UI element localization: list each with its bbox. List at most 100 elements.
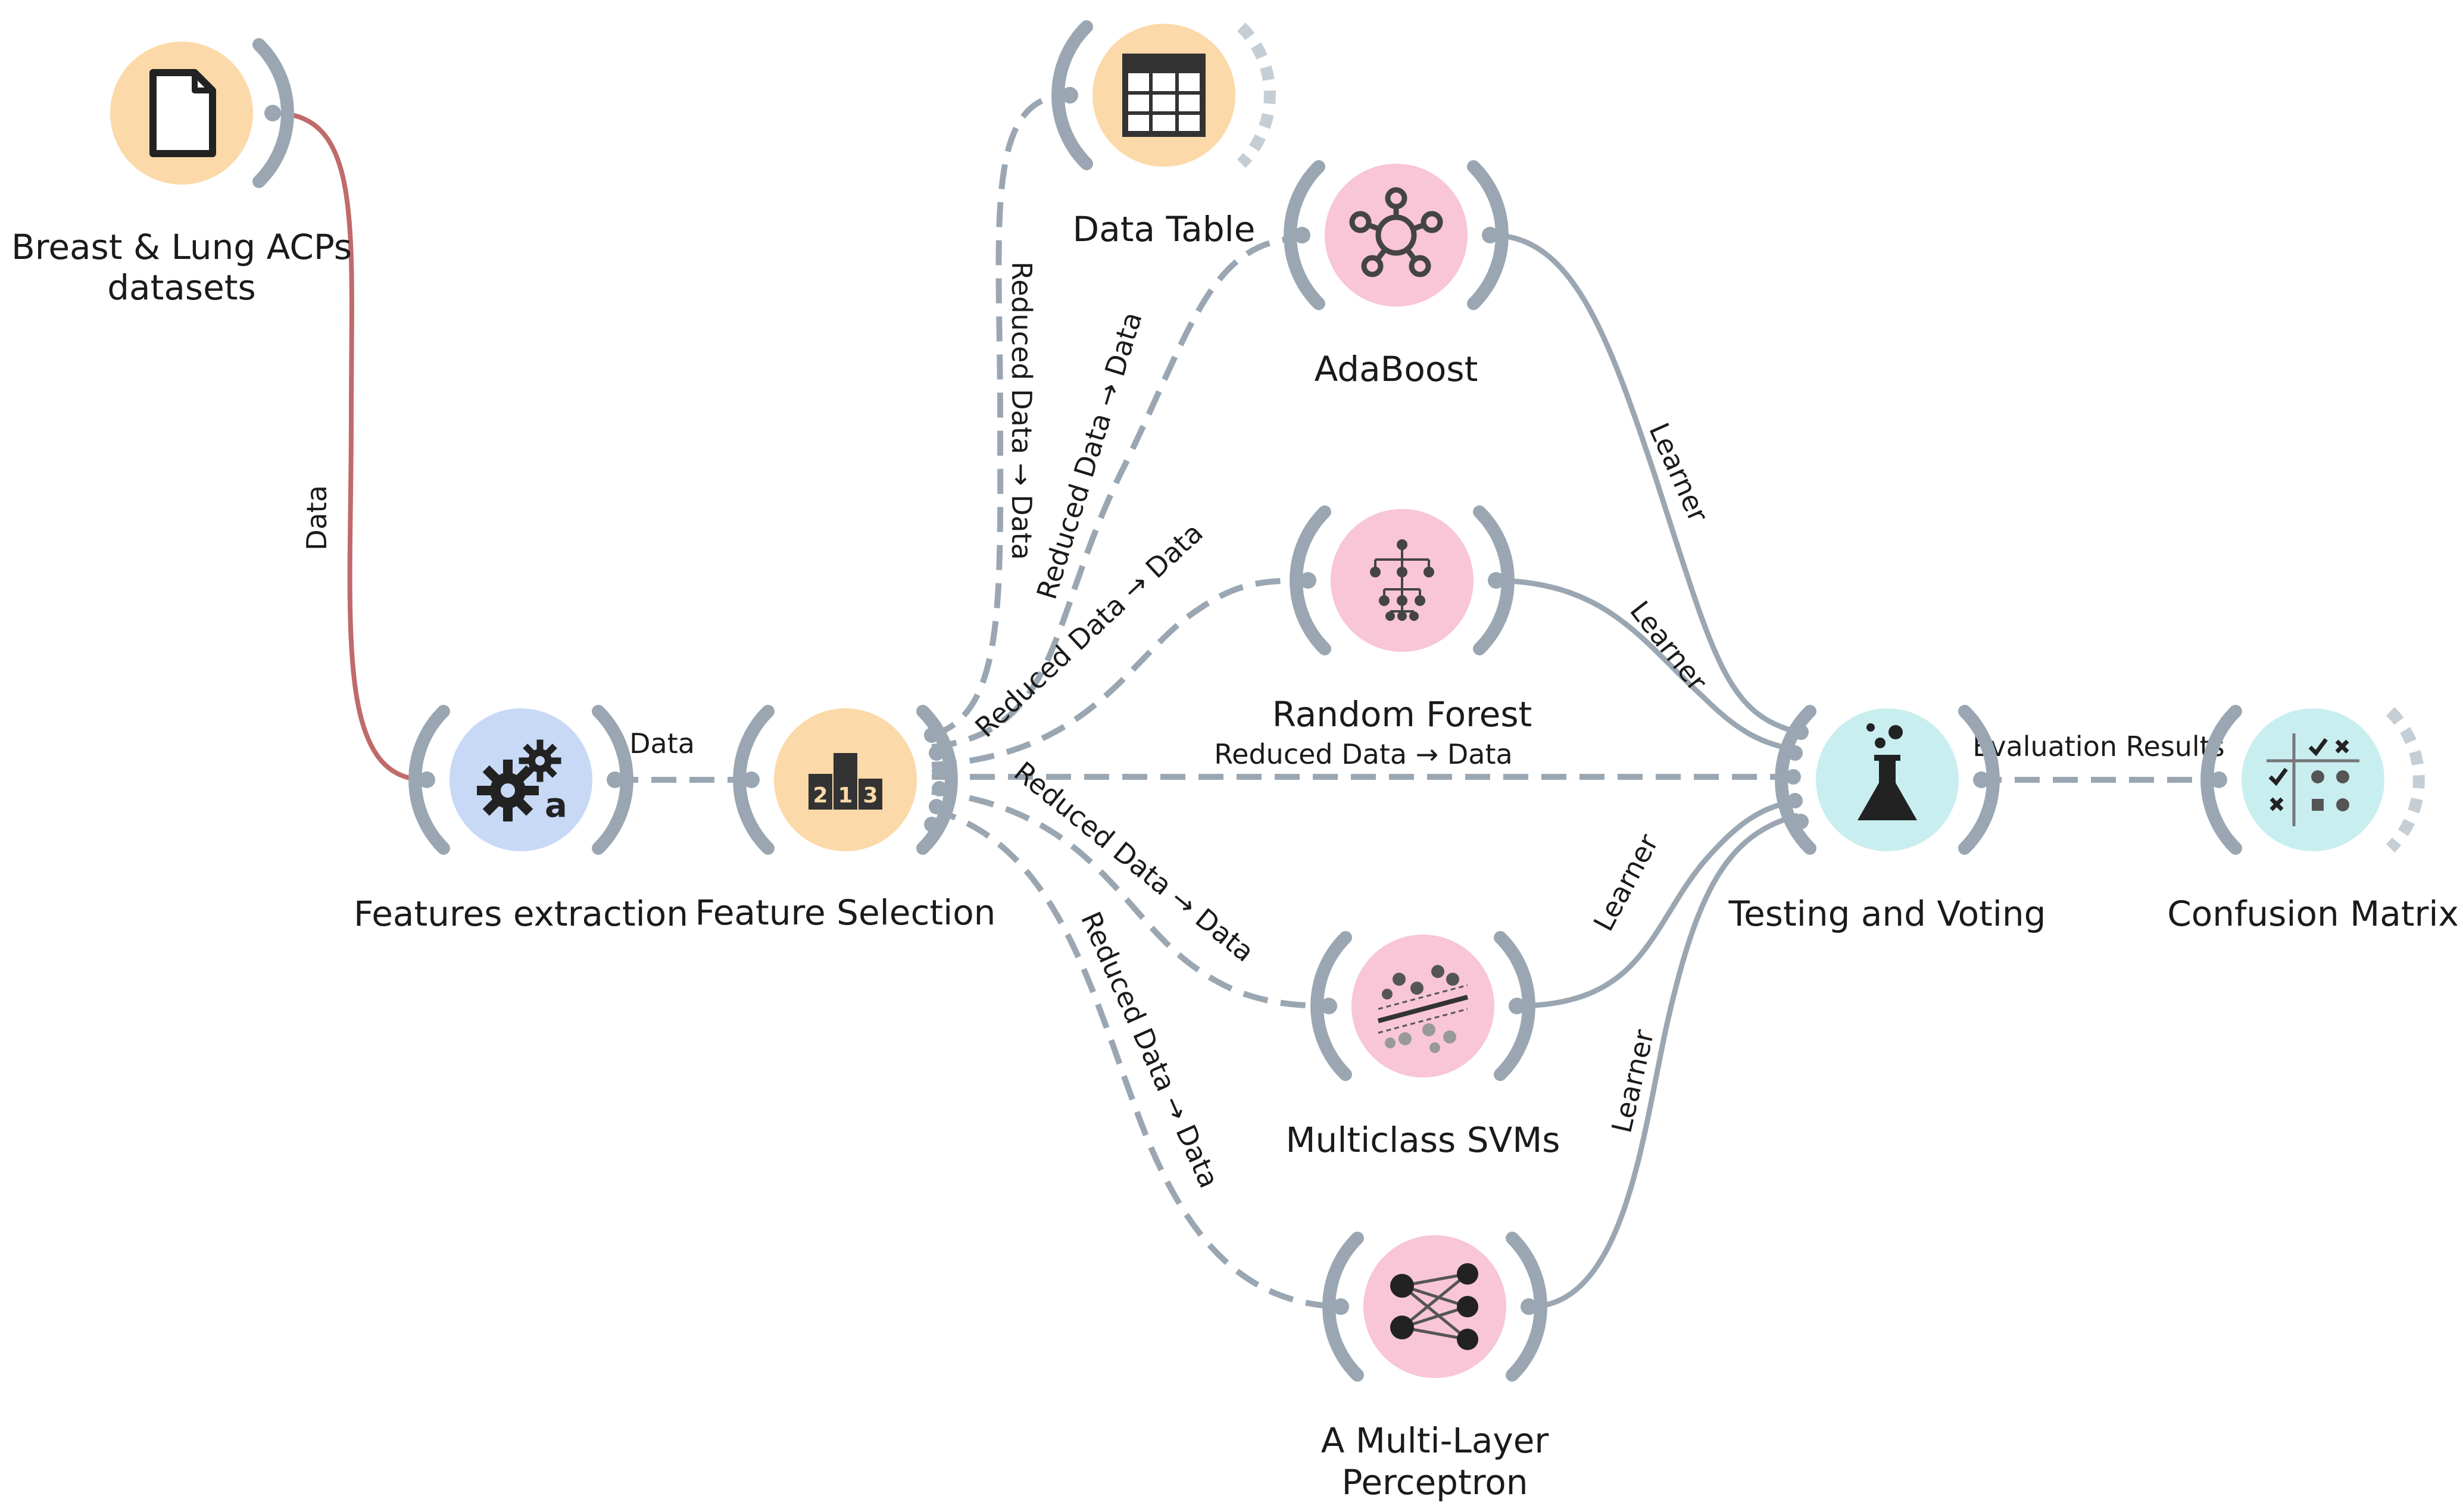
output-port[interactable] xyxy=(1521,1298,1537,1315)
link-label-file-fe: Data xyxy=(301,485,333,551)
node-mlp-label-1: A Multi-Layer xyxy=(1321,1420,1549,1461)
output-port[interactable] xyxy=(932,763,947,779)
input-bracket xyxy=(1310,931,1352,1081)
node-svm[interactable] xyxy=(1310,931,1535,1081)
output-bracket xyxy=(916,705,958,855)
output-port[interactable] xyxy=(1482,227,1499,243)
link-svm-to-testing[interactable] xyxy=(1515,798,1799,1009)
link-selection-to-svm[interactable] xyxy=(931,789,1334,1009)
input-port[interactable] xyxy=(743,771,760,788)
output-bracket xyxy=(592,705,633,855)
link-label-fs-svm: Reduced Data → Data xyxy=(1008,755,1260,969)
input-port[interactable] xyxy=(1294,227,1310,243)
gears-a-icon: a xyxy=(477,739,567,825)
output-port[interactable] xyxy=(932,781,947,796)
link-label-fe-fs: Data xyxy=(629,727,695,760)
node-mlp-circle xyxy=(1363,1235,1506,1378)
link-label-svm-test: Learner xyxy=(1587,829,1665,936)
node-adaboost[interactable] xyxy=(1284,160,1509,310)
input-port[interactable] xyxy=(419,771,435,788)
link-selection-to-adaboost[interactable] xyxy=(931,235,1304,750)
node-adaboost-label: AdaBoost xyxy=(1315,349,1478,389)
svg-text:1: 1 xyxy=(838,783,853,808)
input-bracket xyxy=(1322,1232,1364,1382)
output-port[interactable] xyxy=(929,745,944,761)
input-port[interactable] xyxy=(1332,1298,1349,1315)
input-port[interactable] xyxy=(1785,769,1801,785)
input-bracket xyxy=(2200,705,2242,855)
link-file-to-features[interactable] xyxy=(273,111,426,782)
input-port[interactable] xyxy=(1793,724,1809,740)
input-port[interactable] xyxy=(1300,572,1316,589)
link-label-mlp-test: Learner xyxy=(1605,1027,1660,1136)
link-label-test-cm: Evaluation Results xyxy=(1972,730,2224,763)
node-testing[interactable] xyxy=(1775,705,2000,855)
ranking-podium-icon: 2 1 3 xyxy=(808,753,882,810)
node-svm-label: Multiclass SVMs xyxy=(1286,1120,1560,1160)
node-mlp[interactable] xyxy=(1322,1232,1547,1382)
output-bracket-empty xyxy=(2386,707,2425,853)
table-grid-icon xyxy=(1122,54,1206,137)
output-port[interactable] xyxy=(924,817,939,832)
input-bracket xyxy=(1051,20,1093,170)
node-feature-selection[interactable]: 2 1 3 xyxy=(733,705,958,855)
output-port[interactable] xyxy=(264,105,281,121)
output-port[interactable] xyxy=(1973,771,1990,788)
link-selection-to-randomforest[interactable] xyxy=(931,577,1310,768)
tree-hierarchy-icon xyxy=(1370,539,1434,621)
document-icon xyxy=(149,69,216,157)
node-random-forest-label: Random Forest xyxy=(1272,694,1532,735)
output-bracket xyxy=(1958,705,2000,855)
output-bracket xyxy=(1467,160,1509,310)
output-bracket-empty xyxy=(1237,22,1276,168)
link-label-fs-test: Reduced Data → Data xyxy=(1214,738,1512,770)
output-port[interactable] xyxy=(607,771,623,788)
input-port[interactable] xyxy=(1787,793,1803,808)
node-file[interactable] xyxy=(110,38,294,188)
output-port[interactable] xyxy=(1509,998,1525,1014)
input-bracket xyxy=(733,705,775,855)
input-bracket xyxy=(1284,160,1325,310)
svg-text:3: 3 xyxy=(863,783,878,808)
output-port[interactable] xyxy=(1488,572,1504,589)
node-confusion-matrix-label: Confusion Matrix xyxy=(2167,894,2459,934)
node-file-label-2: datasets xyxy=(107,267,256,308)
node-features-extraction[interactable]: a xyxy=(408,705,633,855)
node-svm-circle xyxy=(1351,935,1494,1077)
link-labels-layer: Data Data Reduced Data → Data Reduced Da… xyxy=(301,261,2225,1192)
node-data-table-label: Data Table xyxy=(1073,209,1256,249)
input-port[interactable] xyxy=(1321,998,1337,1014)
links-layer xyxy=(273,92,2218,1310)
input-bracket xyxy=(1290,505,1331,655)
node-data-table[interactable] xyxy=(1051,20,1276,170)
output-bracket xyxy=(1473,505,1515,655)
input-port[interactable] xyxy=(1793,814,1809,829)
link-selection-to-mlp[interactable] xyxy=(931,807,1340,1310)
output-port[interactable] xyxy=(924,727,939,743)
neural-network-icon xyxy=(1390,1263,1478,1350)
input-bracket xyxy=(408,705,450,855)
node-random-forest[interactable] xyxy=(1290,505,1515,655)
output-bracket xyxy=(252,38,294,188)
output-port[interactable] xyxy=(929,799,944,814)
output-bracket xyxy=(1494,931,1535,1081)
network-hub-icon xyxy=(1349,187,1443,277)
link-label-fs-ada: Reduced Data → Data xyxy=(1031,308,1148,603)
flask-icon xyxy=(1858,723,1917,820)
matrix-check-icon xyxy=(2267,733,2359,826)
link-selection-to-table[interactable] xyxy=(931,92,1069,738)
node-testing-label: Testing and Voting xyxy=(1728,894,2046,934)
output-bracket xyxy=(1506,1232,1547,1382)
link-mlp-to-testing[interactable] xyxy=(1529,813,1799,1310)
input-port[interactable] xyxy=(1787,745,1803,761)
input-port[interactable] xyxy=(2211,771,2227,788)
link-randomforest-to-testing[interactable] xyxy=(1491,577,1799,753)
scatter-separator-icon xyxy=(1377,965,1469,1053)
svg-text:a: a xyxy=(545,786,567,825)
link-adaboost-to-testing[interactable] xyxy=(1491,232,1799,735)
link-label-fs-table: Reduced Data → Data xyxy=(1006,261,1038,560)
node-mlp-label-2: Perceptron xyxy=(1341,1462,1528,1502)
input-port[interactable] xyxy=(1062,87,1078,104)
node-confusion-matrix[interactable] xyxy=(2200,705,2425,855)
